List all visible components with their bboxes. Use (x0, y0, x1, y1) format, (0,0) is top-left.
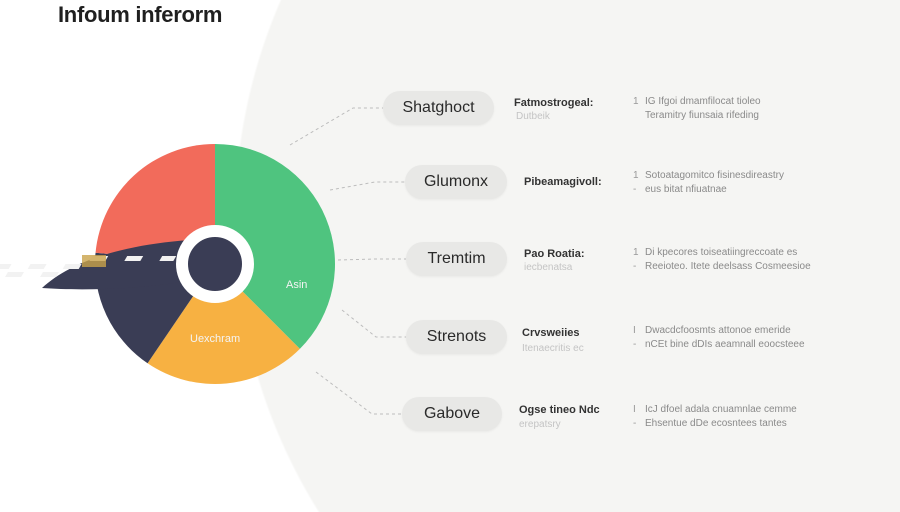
row-subheading: Itenaecritis ec (522, 343, 584, 354)
row-heading: Pibeamagivoll: (524, 176, 602, 188)
row-heading: Ogse tineo Ndc (519, 404, 600, 416)
row-subheading: erepatsry (519, 419, 561, 430)
pie-segment (147, 264, 300, 384)
connector-line (329, 181, 405, 191)
segment-label-asin: Asin (286, 279, 307, 291)
connector-line (289, 107, 383, 146)
pill-strenots[interactable]: Strenots (406, 320, 507, 354)
row-subheading: Dutbeik (516, 111, 550, 122)
pie-segment (215, 144, 336, 349)
connectors (289, 107, 406, 415)
connector-line (337, 258, 406, 261)
pie-segment (95, 144, 215, 264)
connector-line (315, 371, 402, 415)
pill-glumonx[interactable]: Glumonx (405, 165, 507, 199)
pill-tremtim[interactable]: Tremtim (406, 242, 507, 276)
row-subheading: iecbenatsa (524, 262, 573, 273)
page-title: Infoum inferorm (58, 2, 223, 27)
row-heading: Fatmostrogeal: (514, 97, 594, 109)
row-heading: Crvsweiies (522, 327, 580, 339)
pill-shatghoct[interactable]: Shatghoct (383, 91, 494, 125)
row-heading: Pao Roatia: (524, 248, 585, 260)
pill-gabove[interactable]: Gabove (402, 397, 502, 431)
pie-center (176, 225, 254, 303)
connector-line (341, 309, 406, 338)
segment-label-uexchram: Uexchram (190, 333, 240, 345)
